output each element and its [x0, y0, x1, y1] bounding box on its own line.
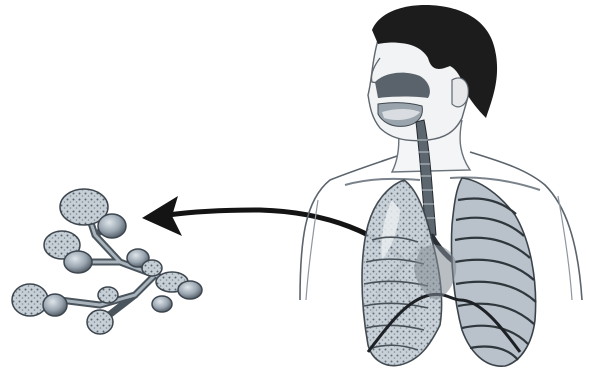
alveolar-sac	[64, 251, 92, 273]
right-arm-line	[558, 196, 572, 300]
clavicles	[345, 178, 540, 191]
alveolar-sac	[12, 284, 48, 316]
alveolar-sac	[178, 281, 202, 299]
alveolar-sac	[87, 310, 113, 334]
alveolar-sac	[43, 294, 67, 316]
alveolar-sac	[142, 260, 162, 276]
ear	[452, 78, 468, 107]
alveolar-sac	[152, 296, 172, 312]
alveolar-sac	[98, 214, 126, 238]
alveolar-sac	[98, 287, 118, 303]
human-figure	[300, 5, 582, 366]
